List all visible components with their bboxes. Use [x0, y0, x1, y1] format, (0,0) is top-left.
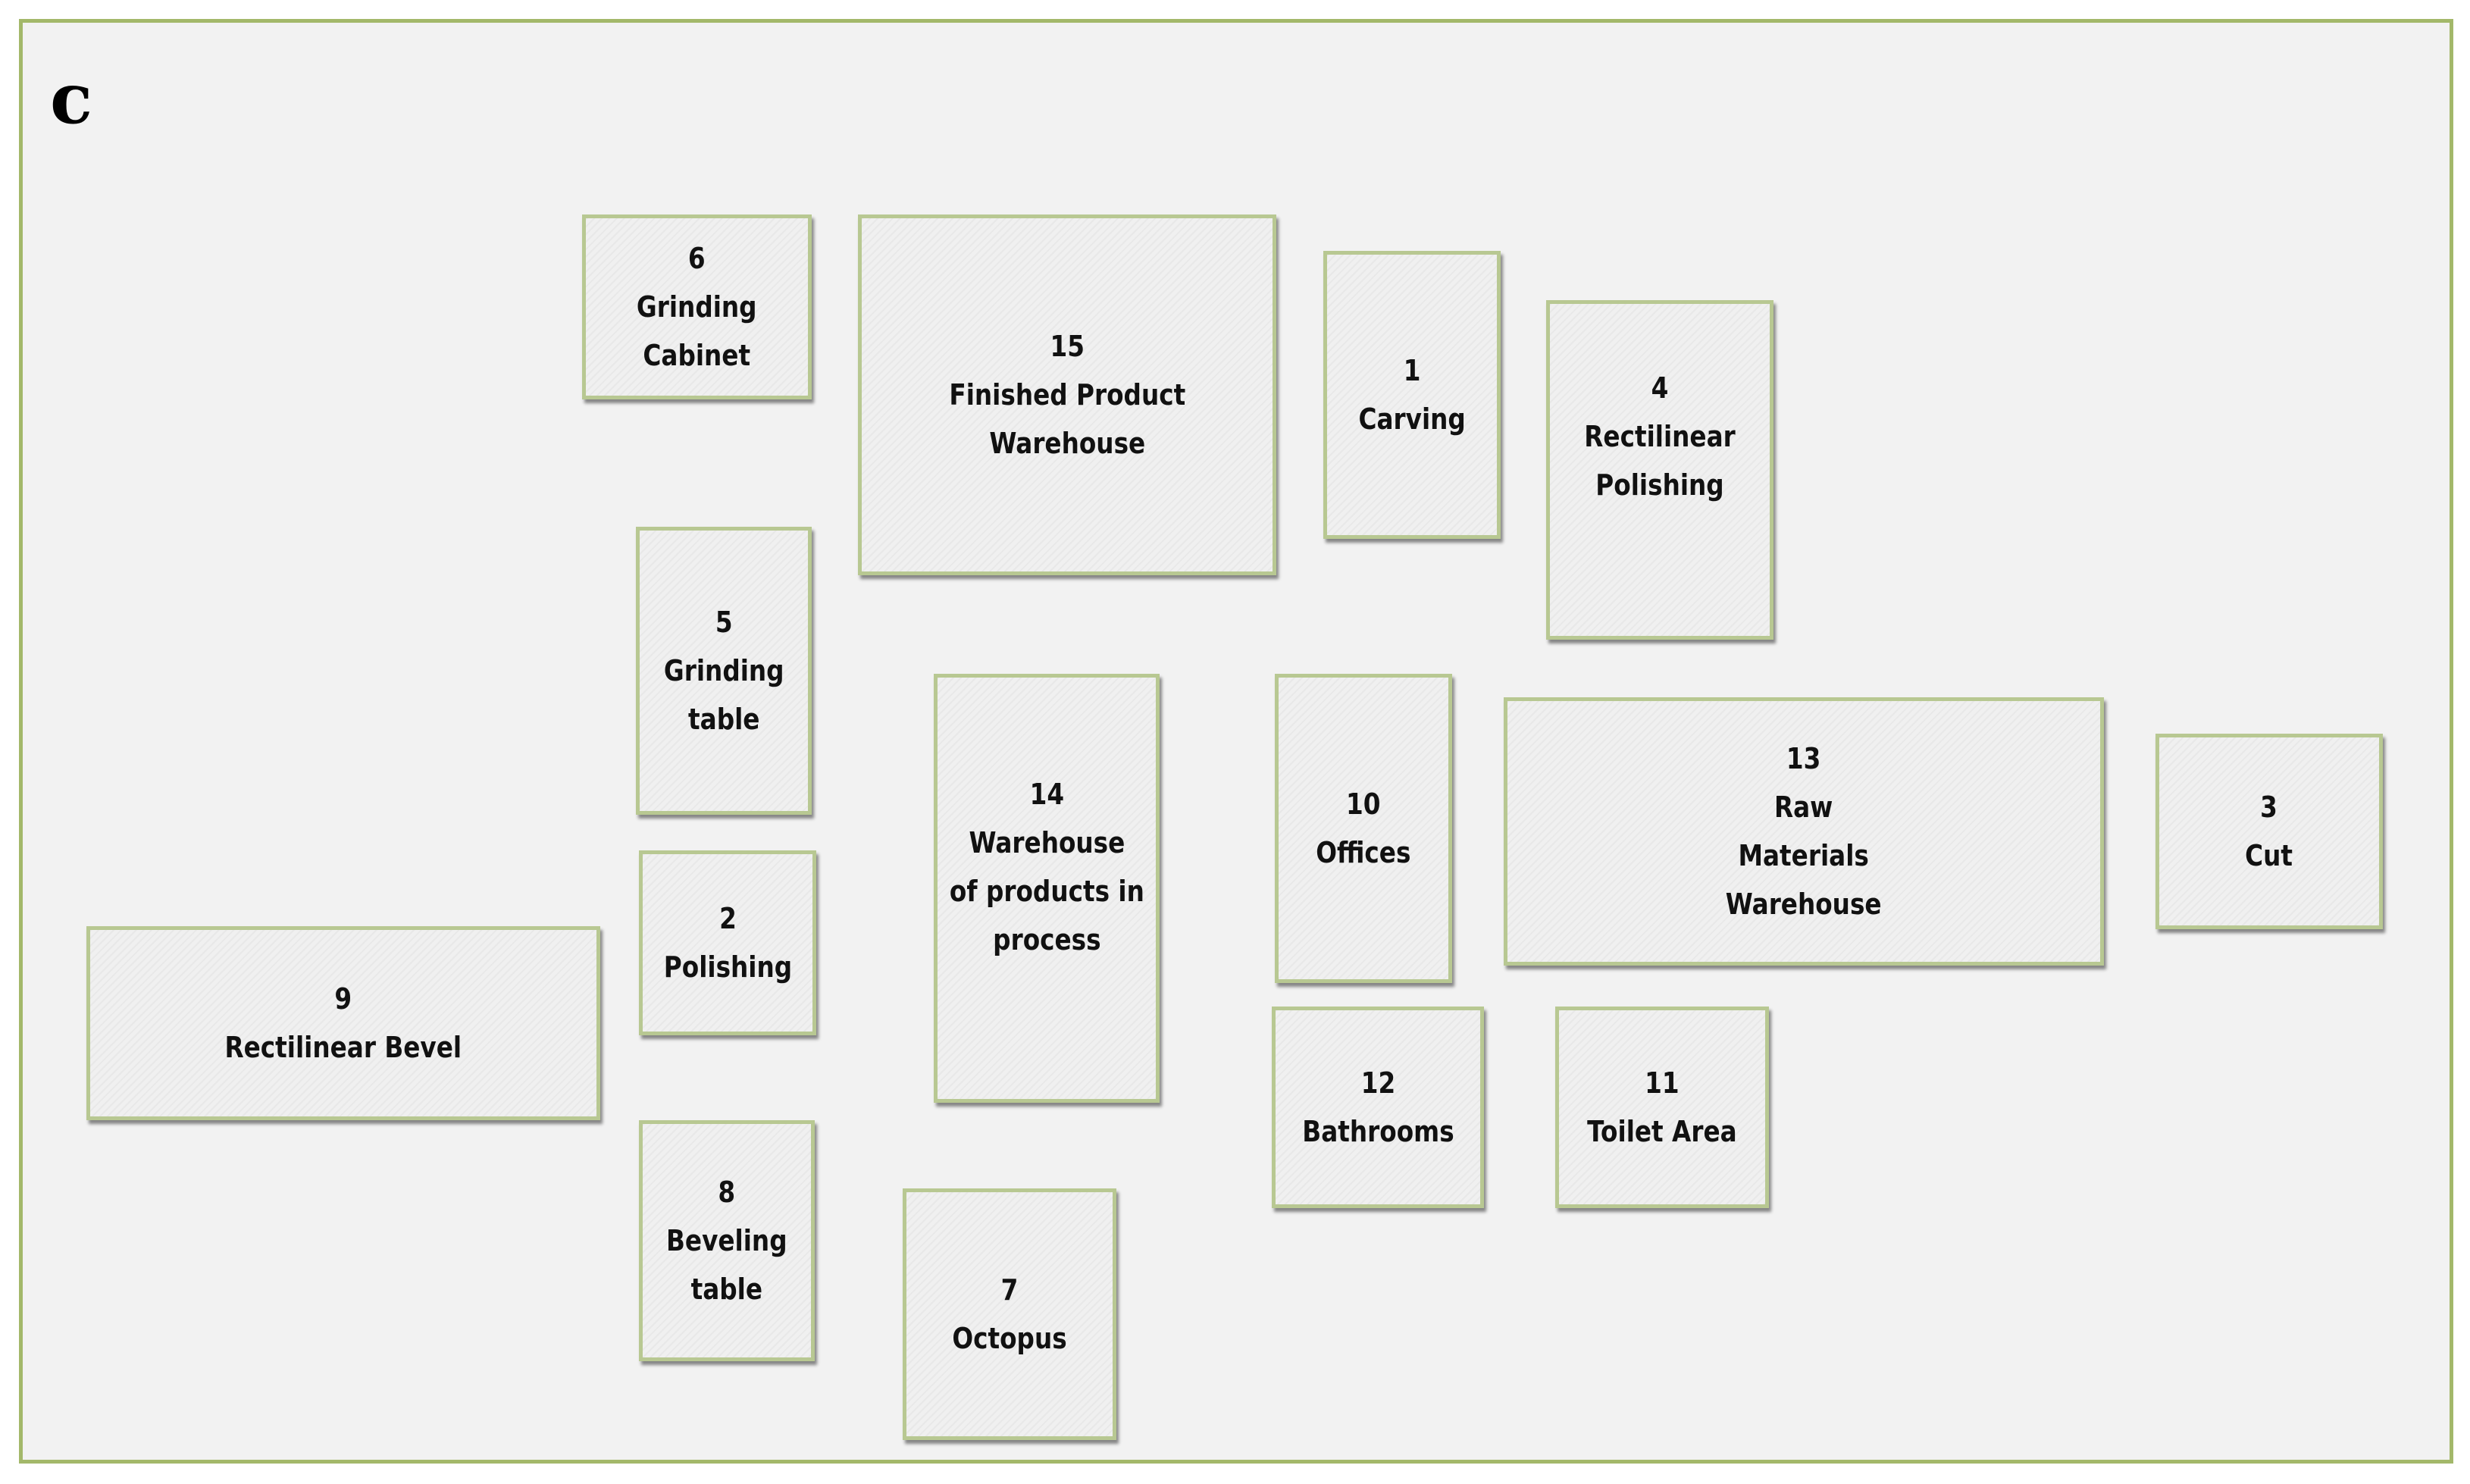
- area-label: Polishing: [1595, 468, 1724, 502]
- area-label: Rectilinear Bevel: [224, 1031, 462, 1064]
- area-number: 4: [1651, 371, 1669, 405]
- area-number: 2: [718, 902, 737, 935]
- area-label: Polishing: [663, 950, 792, 984]
- area-label: Finished Product: [949, 378, 1185, 412]
- area-number: 14: [1029, 778, 1064, 811]
- area-label: Bathrooms: [1301, 1115, 1454, 1148]
- area-number: 9: [334, 982, 352, 1016]
- area-label: Warehouse: [1726, 888, 1882, 921]
- area-5-grinding-table: 5 Grinding table: [636, 527, 812, 815]
- area-14-warehouse-of-products-in-process: 14 Warehouse of products in process: [934, 674, 1160, 1103]
- area-10-offices: 10 Offices: [1275, 674, 1452, 983]
- area-label: Rectilinear: [1584, 420, 1736, 453]
- area-label: Cabinet: [643, 339, 751, 372]
- area-number: 8: [718, 1176, 736, 1209]
- area-label: Offices: [1316, 836, 1411, 869]
- area-number: 12: [1360, 1066, 1395, 1100]
- area-8-beveling-table: 8 Beveling table: [639, 1120, 815, 1361]
- area-15-finished-product-warehouse: 15 Finished Product Warehouse: [858, 214, 1276, 575]
- area-label: Toilet Area: [1587, 1115, 1737, 1148]
- area-label: table: [687, 703, 760, 736]
- area-number: 11: [1645, 1066, 1680, 1100]
- area-number: 13: [1786, 742, 1821, 775]
- area-label: Warehouse: [989, 427, 1145, 460]
- area-7-octopus: 7 Octopus: [903, 1188, 1116, 1440]
- area-number: 6: [688, 242, 706, 275]
- area-1-carving: 1 Carving: [1323, 251, 1501, 539]
- area-9-rectilinear-bevel: 9 Rectilinear Bevel: [86, 926, 600, 1120]
- area-12-bathrooms: 12 Bathrooms: [1272, 1007, 1484, 1208]
- area-label: Carving: [1358, 402, 1466, 436]
- area-label: Beveling: [666, 1224, 787, 1257]
- area-number: 10: [1346, 787, 1381, 821]
- area-label: Raw: [1774, 791, 1833, 824]
- area-3-cut: 3 Cut: [2155, 734, 2383, 929]
- area-2-polishing: 2 Polishing: [639, 850, 816, 1035]
- area-13-raw-materials-warehouse: 13 Raw Materials Warehouse: [1504, 697, 2104, 966]
- area-number: 5: [715, 606, 733, 639]
- area-label: Grinding: [637, 290, 757, 324]
- area-4-rectilinear-polishing: 4 Rectilinear Polishing: [1546, 300, 1773, 640]
- area-label: Octopus: [952, 1322, 1067, 1355]
- area-label: Warehouse: [969, 826, 1125, 859]
- panel-label: c: [50, 58, 93, 139]
- area-label: process: [992, 923, 1101, 956]
- area-label: Materials: [1738, 839, 1870, 872]
- area-label: Cut: [2245, 839, 2293, 872]
- area-number: 3: [2260, 791, 2278, 824]
- area-6-grinding-cabinet: 6 Grinding Cabinet: [582, 214, 812, 399]
- area-number: 15: [1050, 330, 1085, 363]
- area-label: of products in: [949, 875, 1144, 908]
- area-label: Grinding: [663, 654, 784, 687]
- area-11-toilet-area: 11 Toilet Area: [1555, 1007, 1769, 1208]
- area-number: 1: [1403, 354, 1421, 387]
- area-number: 7: [1000, 1273, 1019, 1307]
- area-label: table: [690, 1273, 763, 1306]
